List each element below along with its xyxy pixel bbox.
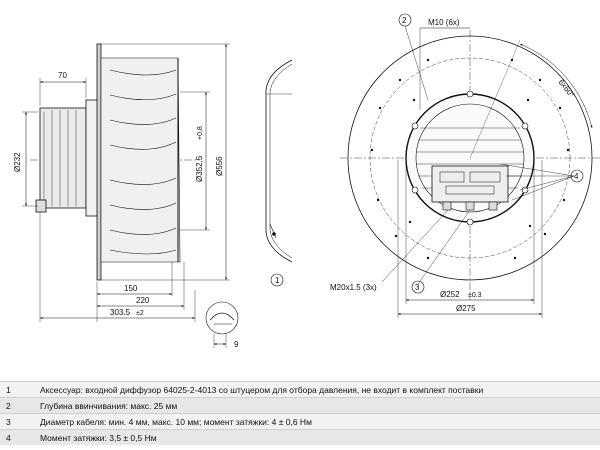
side-view-labels: 70 Ø232 Ø352,5 +0,8 Ø556 150 220 303.5 ±… bbox=[13, 71, 239, 349]
legend-text: Диаметр кабеля: мин. 4 мм, макс. 10 мм; … bbox=[36, 413, 600, 430]
legend-number: 4 bbox=[0, 429, 36, 445]
dim-252-tol: ±0.3 bbox=[468, 292, 482, 299]
legend-text: Момент затяжки: 3,5 ± 0,5 Нм bbox=[36, 429, 600, 445]
legend-table: 1 Аксессуар: входной диффузор 64025-2-40… bbox=[0, 381, 600, 445]
legend-row: 3 Диаметр кабеля: мин. 4 мм, макс. 10 мм… bbox=[0, 413, 600, 430]
legend-row: 4 Момент затяжки: 3,5 ± 0,5 Нм bbox=[0, 429, 600, 445]
dim-252: Ø252 bbox=[440, 290, 460, 299]
callout-1: 1 bbox=[275, 276, 280, 285]
impeller bbox=[100, 57, 181, 263]
legend-number: 1 bbox=[0, 381, 36, 398]
inlet-nozzle-profile bbox=[265, 59, 293, 287]
dim-m10: M10 (6x) bbox=[428, 18, 460, 27]
callout-3-circle bbox=[411, 280, 425, 294]
dim-303-tol: ±2 bbox=[136, 310, 144, 317]
legend-number: 3 bbox=[0, 413, 36, 430]
legend-row: 1 Аксессуар: входной диффузор 64025-2-40… bbox=[0, 381, 600, 398]
callout-2: 2 bbox=[402, 16, 407, 25]
dim-70: 70 bbox=[58, 71, 67, 80]
callout-4: 4 bbox=[574, 172, 579, 181]
legend-text: Глубина ввинчивания: макс. 25 мм bbox=[36, 397, 600, 414]
dim-9: 9 bbox=[234, 340, 239, 349]
dim-220: 220 bbox=[136, 296, 150, 305]
mounting-plate bbox=[96, 43, 102, 281]
technical-drawing: 70 Ø232 Ø352,5 +0,8 Ø556 150 220 303.5 ±… bbox=[13, 13, 600, 349]
callout-3: 3 bbox=[415, 283, 420, 292]
legend-row: 2 Глубина ввинчивания: макс. 25 мм bbox=[0, 397, 600, 414]
dim-232: Ø232 bbox=[13, 152, 22, 172]
detail-circle bbox=[205, 301, 239, 335]
callout-1-circle bbox=[270, 273, 284, 287]
legend-text: Аксессуар: входной диффузор 64025-2-4013… bbox=[36, 381, 600, 398]
callout-4-circle bbox=[570, 169, 584, 183]
dim-275: Ø275 bbox=[456, 304, 476, 313]
legend-number: 2 bbox=[0, 397, 36, 414]
side-view bbox=[22, 43, 239, 348]
dim-556: Ø556 bbox=[215, 156, 224, 176]
dim-352: Ø352,5 bbox=[195, 155, 204, 182]
dim-m20: M20x1.5 (3x) bbox=[330, 283, 377, 292]
dim-angle: 6x60° bbox=[556, 78, 576, 100]
dim-352-tol: +0,8 bbox=[197, 126, 204, 140]
front-view bbox=[340, 13, 600, 318]
dim-150: 150 bbox=[124, 284, 138, 293]
dim-303: 303.5 bbox=[110, 308, 131, 317]
callout-2-circle bbox=[398, 13, 412, 27]
